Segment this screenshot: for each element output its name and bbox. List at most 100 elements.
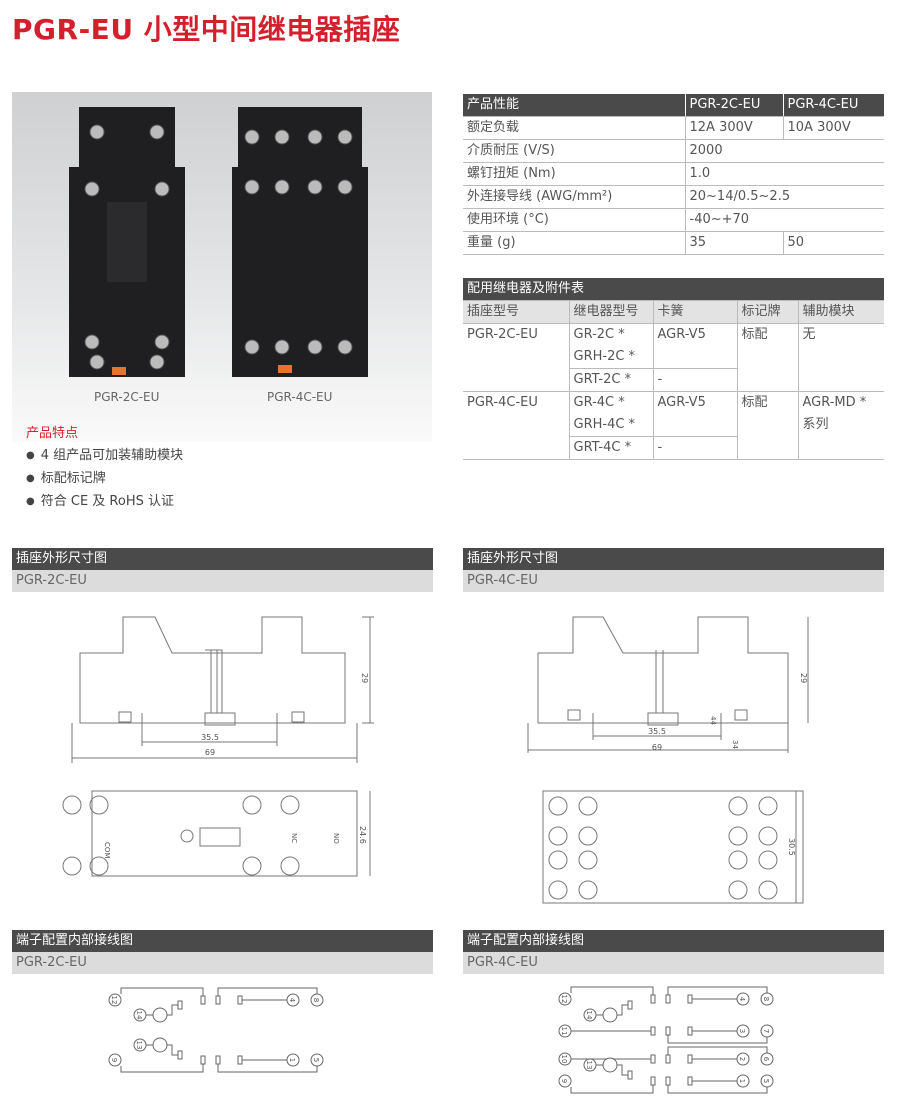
- section-model: PGR-4C-EU: [463, 952, 884, 974]
- wire-line: [167, 1004, 178, 1016]
- terminal-screw-icon: [578, 796, 598, 816]
- dim-height: 29: [360, 673, 369, 683]
- terminal-screw-icon: [758, 850, 778, 870]
- table-row: GRT-2C *-: [463, 368, 884, 392]
- relay-model: GRT-2C *: [568, 368, 653, 392]
- contact-icon: [665, 1076, 671, 1086]
- contact-icon: [650, 1026, 656, 1036]
- terminal-icon: [108, 993, 122, 1007]
- table-row: 外连接导线 (AWG/mm²)20~14/0.5~2.5: [463, 185, 884, 209]
- terminal-number: 11: [560, 1027, 568, 1036]
- dim-depth: 30.5: [787, 838, 796, 856]
- terminal-screw-icon: [62, 856, 82, 876]
- contact-icon: [687, 1054, 693, 1064]
- terminal-icon: [286, 993, 300, 1007]
- terminal-number: 4: [738, 997, 746, 1002]
- spec-value: 2000: [684, 139, 884, 163]
- wire-line: [167, 1044, 178, 1056]
- terminal-number: 8: [762, 997, 770, 1001]
- terminal-icon: [558, 992, 572, 1006]
- wire-line: [667, 1085, 768, 1094]
- terminal-screw-icon: [548, 826, 568, 846]
- wire-line: [570, 1081, 654, 1094]
- relay-model: GRH-2C *: [573, 349, 636, 364]
- section-title: 插座外形尺寸图: [463, 548, 884, 570]
- terminal-label: COM: [103, 842, 111, 858]
- spec-label: 额定负载: [463, 116, 685, 140]
- spec-header: PGR-4C-EU: [782, 94, 884, 117]
- contact-icon: [665, 1026, 671, 1036]
- terminal-number: 5: [312, 1058, 320, 1062]
- spec-label: 介质耐压 (V/S): [463, 139, 685, 163]
- terminal-icon: [558, 1024, 572, 1038]
- terminal-number: 14: [585, 1011, 593, 1020]
- terminal-number: 6: [762, 1057, 770, 1062]
- table-row: 使用环境 (°C)-40~+70: [463, 208, 884, 232]
- terminal-label: NO: [332, 833, 340, 844]
- section-title: 插座外形尺寸图: [12, 548, 433, 570]
- terminal-icon: [736, 1052, 750, 1066]
- col-header: 标记牌: [736, 300, 798, 324]
- contact-icon: [650, 1054, 656, 1064]
- terminal-icon: [310, 993, 324, 1007]
- dim-side-b: 34: [731, 740, 739, 749]
- wire-line: [570, 986, 654, 999]
- terminal-screw-icon: [89, 856, 109, 876]
- terminal-number: 12: [560, 995, 568, 1004]
- terminal-icon: [760, 1074, 774, 1088]
- coil-icon: [602, 1007, 618, 1023]
- terminal-number: 2: [738, 1057, 746, 1061]
- terminal-number: 10: [560, 1055, 568, 1064]
- section-model: PGR-4C-EU: [463, 570, 884, 592]
- dim-inner-width: 35.5: [201, 733, 219, 742]
- terminal-screw-icon: [758, 880, 778, 900]
- terminal-icon: [736, 1074, 750, 1088]
- dim-side-a: 44: [709, 716, 717, 725]
- contact-icon: [687, 1026, 693, 1036]
- contact-icon: [200, 1055, 206, 1065]
- spec-label: 外连接导线 (AWG/mm²): [463, 185, 685, 209]
- contact-icon: [687, 1076, 693, 1086]
- clip: AGR-V5: [652, 391, 737, 437]
- product-photo-panel: PGR-2C-EU PGR-4C-EU 产品特点 4 组产品可加装辅助模块 标配…: [12, 92, 432, 509]
- table-row: 介质耐压 (V/S)2000: [463, 139, 884, 163]
- terminal-screw-icon: [578, 850, 598, 870]
- contact-icon: [177, 1000, 183, 1010]
- contact-icon: [650, 1076, 656, 1086]
- spec-value: 12A 300V: [684, 116, 783, 140]
- feature-item: 标配标记牌: [26, 467, 106, 486]
- spec-value: 1.0: [684, 162, 884, 186]
- module: AGR-MD *: [802, 395, 867, 410]
- dimension-drawing-2c: 35.5 69 29 24.6 COM NC NO: [62, 616, 374, 877]
- terminal-number: 4: [288, 998, 296, 1003]
- terminal-icon: [286, 1053, 300, 1067]
- dim-inner-width: 35.5: [648, 727, 666, 736]
- terminal-number: 9: [110, 1058, 118, 1062]
- photo-caption-4c: PGR-4C-EU: [267, 390, 333, 404]
- wire-line: [120, 987, 204, 1000]
- terminal-number: 13: [135, 1041, 143, 1050]
- contact-icon: [650, 994, 656, 1004]
- module: 系列: [802, 417, 829, 432]
- contact-icon: [215, 995, 221, 1005]
- spec-label: 重量 (g): [463, 231, 685, 255]
- wire-line: [617, 1004, 628, 1016]
- relay-model: GR-2C *: [573, 327, 625, 342]
- terminal-icon: [760, 1052, 774, 1066]
- section-title: 端子配置内部接线图: [463, 930, 884, 952]
- accessory-table-title: 配用继电器及附件表: [463, 278, 884, 301]
- terminal-screw-icon: [548, 850, 568, 870]
- section-title: 端子配置内部接线图: [12, 930, 433, 952]
- terminal-screw-icon: [578, 826, 598, 846]
- wire-line: [217, 987, 318, 996]
- table-row: 螺钉扭矩 (Nm)1.0: [463, 162, 884, 186]
- dim-depth: 24.6: [358, 826, 367, 844]
- relay-model: GRT-4C *: [568, 436, 653, 460]
- contact-icon: [237, 1055, 243, 1065]
- terminal-screw-icon: [62, 795, 82, 815]
- terminal-label: NC: [290, 833, 298, 843]
- photo-caption-2c: PGR-2C-EU: [94, 390, 160, 404]
- clip: -: [652, 368, 737, 392]
